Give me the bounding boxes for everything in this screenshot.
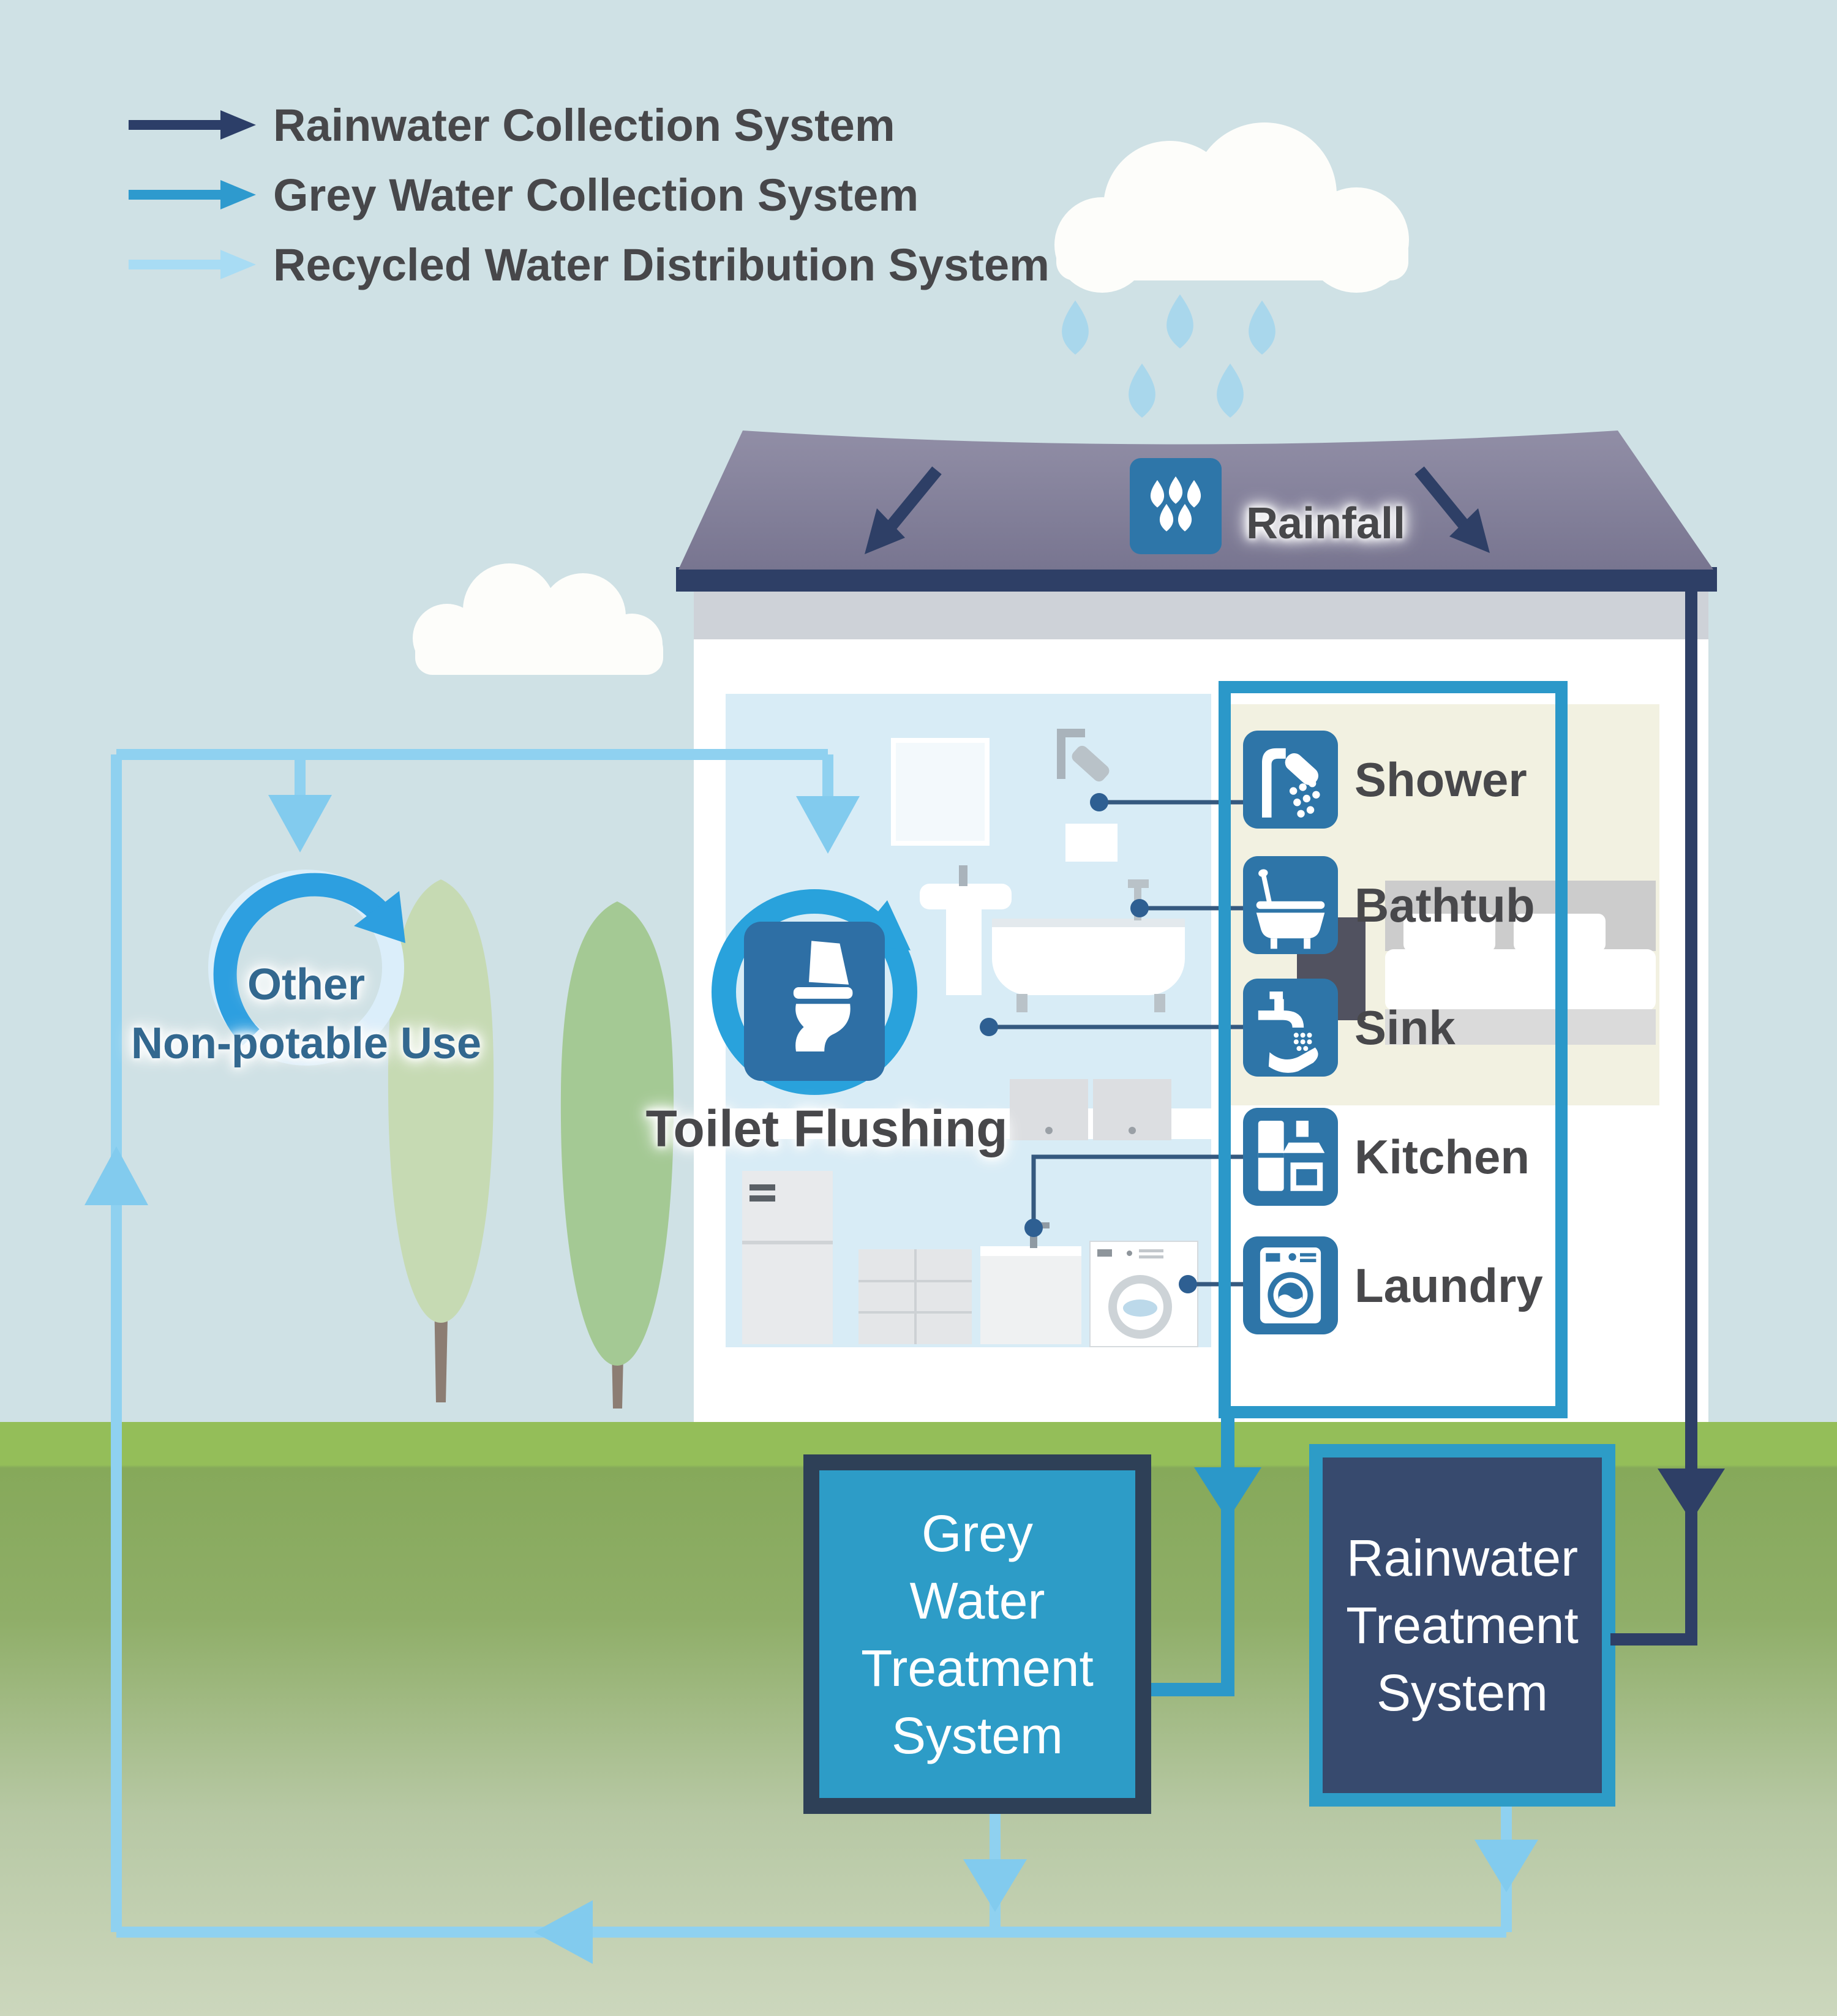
grey-box-line: Grey (921, 1504, 1034, 1562)
rainwater-arrow-icon (129, 110, 256, 140)
legend-label-rainwater: Rainwater Collection System (273, 99, 895, 151)
rainfall-icon (1130, 458, 1222, 554)
legend-label-greywater: Grey Water Collection System (273, 169, 919, 220)
grey-box-line: Water (909, 1571, 1045, 1630)
washer-dial (1127, 1251, 1132, 1256)
cabinet-handle (1045, 1127, 1053, 1134)
drawer-divider (858, 1311, 972, 1314)
legend-row-rainwater: Rainwater Collection System (129, 97, 1050, 153)
bathtub-foot (1154, 994, 1165, 1012)
fixture-label-laundry: Laundry (1354, 1258, 1543, 1312)
legend-row-greywater: Grey Water Collection System (129, 167, 1050, 223)
bathtub-fixture (992, 919, 1185, 995)
legend: Rainwater Collection System Grey Water C… (129, 97, 1050, 293)
fridge-handle (749, 1195, 775, 1202)
shower-icon (1243, 731, 1338, 829)
fixture-label-shower: Shower (1354, 753, 1527, 807)
legend-label-recycled: Recycled Water Distribution System (273, 239, 1050, 290)
bathtub-icon (1243, 856, 1338, 954)
kitchen-faucet (1030, 1222, 1037, 1248)
washer-water (1123, 1299, 1157, 1317)
grey-water-treatment-box: Grey Water Treatment System (803, 1454, 1151, 1814)
legend-row-recycled: Recycled Water Distribution System (129, 236, 1050, 293)
washer-panel-line (1139, 1255, 1163, 1258)
bathtub-foot (1016, 994, 1027, 1012)
rainwater-treatment-box: Rainwater Treatment System (1309, 1444, 1615, 1807)
kitchen-sink-cabinet (980, 1256, 1081, 1344)
fixture-label-bathtub: Bathtub (1354, 878, 1535, 932)
grey-box-line: Treatment (861, 1639, 1094, 1697)
fridge-divider (742, 1241, 833, 1244)
fixtures-panel (1219, 681, 1568, 1418)
washer-panel-line (1139, 1249, 1163, 1252)
bathroom-mirror (891, 738, 990, 846)
pedestal-sink-faucet (959, 865, 967, 886)
fixture-label-sink: Sink (1354, 1001, 1456, 1055)
kitchen-icon (1243, 1108, 1338, 1206)
grey-box-line: System (891, 1706, 1064, 1764)
drawer-divider (914, 1249, 917, 1344)
recycled-water-arrow-icon (129, 250, 256, 279)
washer-button (1097, 1249, 1112, 1257)
other-use-line2: Non-potable Use (130, 1019, 482, 1068)
towel (1065, 824, 1118, 862)
bathtub-faucet-head (1128, 879, 1149, 888)
drawer-divider (858, 1280, 972, 1282)
cabinet-handle (1129, 1127, 1136, 1134)
rainwater-box-line: System (1376, 1664, 1549, 1721)
toilet-flushing-label: Toilet Flushing (645, 1100, 1008, 1157)
pedestal-sink-stand (946, 909, 982, 995)
rainwater-box-line: Treatment (1346, 1597, 1579, 1654)
bathtub-rim (992, 919, 1185, 927)
fixture-label-kitchen: Kitchen (1354, 1130, 1530, 1184)
laundry-icon (1243, 1236, 1338, 1334)
other-use-line1: Other (247, 960, 366, 1009)
rainwater-box-line: Rainwater (1346, 1529, 1579, 1587)
under-eave-strip (694, 590, 1708, 639)
other-use-label: Other Non-potable Use (92, 955, 520, 1073)
shower-arm (1057, 729, 1085, 737)
rainfall-label: Rainfall (1246, 499, 1406, 548)
grey-water-arrow-icon (129, 180, 256, 209)
pedestal-sink-basin (920, 884, 1012, 909)
sink-icon (1243, 979, 1338, 1077)
fridge-handle (749, 1184, 775, 1190)
bathtub-faucet (1134, 884, 1141, 920)
